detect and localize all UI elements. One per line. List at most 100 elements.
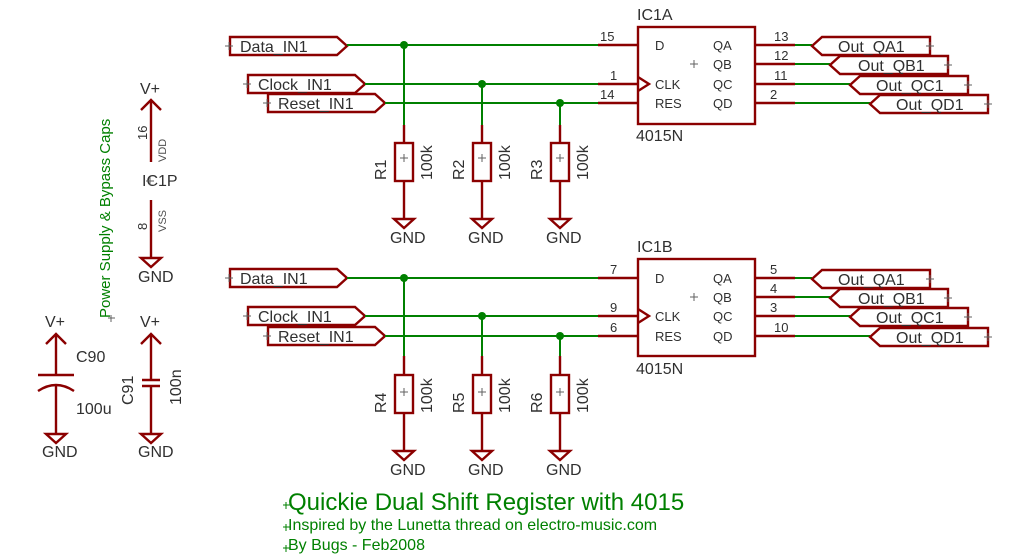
resistor-name: R2 (451, 159, 468, 180)
capacitor-name: C90 (76, 349, 105, 366)
net-label-reset-in-a (266, 92, 387, 114)
pin-number: 14 (600, 87, 614, 102)
pin-number: 12 (774, 48, 788, 63)
gnd-label: GND (390, 462, 426, 479)
net-label-text: Data_IN1 (240, 39, 308, 56)
power-section: Power Supply & Bypass Caps V+ 16 VDD IC1… (37, 81, 185, 461)
pin-label: QB (713, 57, 732, 72)
net-label-text: Out_QD1 (896, 330, 964, 347)
ic1b-section: Data_IN1 Clock_IN1 Reset_IN1 IC1B 4015N … (228, 239, 990, 479)
vplus-label: V+ (140, 314, 160, 331)
ic1a-body (636, 25, 757, 126)
ground-icon (390, 217, 418, 230)
ic1a-part: 4015N (636, 128, 683, 145)
subtitle: Inspired by the Lunetta thread on electr… (288, 517, 657, 534)
ground-icon (468, 449, 496, 462)
gnd-label: GND (138, 444, 174, 461)
pin-label: D (655, 271, 664, 286)
author: By Bugs - Feb2008 (288, 537, 425, 554)
pin-number: 6 (610, 320, 617, 335)
net-label-text: Out_QD1 (896, 97, 964, 114)
resistor-name: R3 (529, 159, 546, 180)
resistor-r2: GND R2 100k (451, 84, 514, 247)
net-label-text: Out_QC1 (876, 310, 944, 327)
capacitor-value: 100n (168, 369, 185, 405)
resistor-value: 100k (497, 144, 514, 180)
pin-label: VDD (157, 139, 169, 162)
pin-number: 9 (610, 300, 617, 315)
gnd-label: GND (546, 230, 582, 247)
ground-icon (546, 217, 574, 230)
net-label-reset-in-b (266, 325, 387, 347)
net-label-text: Out_QB1 (858, 58, 925, 75)
resistor-value: 100k (419, 377, 436, 413)
net-label-text: Out_QA1 (838, 272, 905, 289)
net-label-text: Out_QB1 (858, 291, 925, 308)
ground-icon (137, 256, 165, 269)
pin-label: CLK (655, 77, 681, 92)
net-label-text: Out_QA1 (838, 39, 905, 56)
vplus-label: V+ (140, 81, 160, 98)
ic1b-part: 4015N (636, 361, 683, 378)
pin-number: 7 (610, 262, 617, 277)
net-label-text: Data_IN1 (240, 271, 308, 288)
capacitor-value: 100u (76, 401, 112, 418)
clock-triangle-icon (637, 307, 652, 325)
clock-triangle-icon (637, 75, 652, 93)
pin-number: 1 (610, 68, 617, 83)
resistor-value: 100k (419, 144, 436, 180)
pin-number: 5 (770, 262, 777, 277)
ground-icon (546, 449, 574, 462)
ic1b-body (636, 257, 757, 358)
gnd-label: GND (42, 444, 78, 461)
net-label-data-in-b (228, 267, 349, 289)
pin-number: 8 (135, 223, 150, 230)
power-section-title: Power Supply & Bypass Caps (97, 119, 114, 318)
gnd-label: GND (468, 462, 504, 479)
ic1b-name: IC1B (637, 239, 673, 256)
pin-label: QC (713, 77, 733, 92)
gnd-label: GND (138, 269, 174, 286)
gnd-label: GND (546, 462, 582, 479)
pin-label: CLK (655, 309, 681, 324)
gnd-label: GND (390, 230, 426, 247)
net-label-text: Out_QC1 (876, 78, 944, 95)
pin-label: RES (655, 329, 682, 344)
pin-number: 13 (774, 29, 788, 44)
resistor-name: R6 (529, 392, 546, 413)
resistor-r5: GND R5 100k (451, 316, 514, 479)
ic1a-name: IC1A (637, 7, 673, 24)
pin-label: RES (655, 96, 682, 111)
label-anchor-crosses (225, 42, 992, 341)
net-label-text: Reset_IN1 (278, 329, 354, 346)
origin-cross-icon (690, 293, 698, 301)
net-label-text: Clock_IN1 (258, 77, 332, 94)
power-ic-name: IC1P (142, 173, 178, 190)
net-label-text: Clock_IN1 (258, 309, 332, 326)
ground-icon (468, 217, 496, 230)
pin-number: 3 (770, 300, 777, 315)
ground-icon (42, 432, 70, 445)
ground-icon (390, 449, 418, 462)
capacitor-c90: V+ GND C90 100u (37, 314, 112, 461)
pin-number: 16 (135, 126, 150, 140)
net-label-text: Reset_IN1 (278, 96, 354, 113)
resistor-value: 100k (575, 144, 592, 180)
resistor-r1: GND R1 100k (373, 45, 436, 247)
pin-number: 2 (770, 87, 777, 102)
pin-label: QC (713, 309, 733, 324)
pin-number: 15 (600, 29, 614, 44)
pin-label: QA (713, 38, 732, 53)
pin-number: 10 (774, 320, 788, 335)
pin-label: D (655, 38, 664, 53)
net-label-data-in-a (228, 35, 349, 57)
net-label-clock-in-a (246, 73, 367, 95)
resistor-name: R4 (373, 392, 390, 413)
vplus-label: V+ (45, 314, 65, 331)
resistor-r6: GND R6 100k (529, 336, 592, 479)
capacitor-name: C91 (120, 376, 137, 405)
pin-number: 11 (774, 68, 788, 83)
ground-icon (137, 432, 165, 445)
pin-label: QA (713, 271, 732, 286)
